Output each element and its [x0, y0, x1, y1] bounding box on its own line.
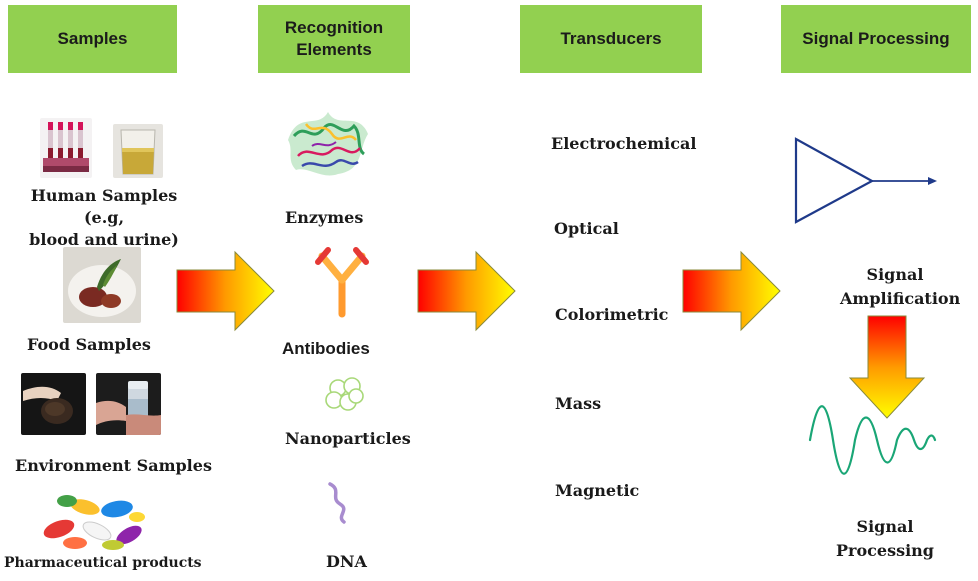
soil-hands-icon [21, 373, 86, 435]
antibody-icon [315, 247, 369, 318]
label-dna: DNA [326, 552, 367, 571]
transducer-optical: Optical [554, 219, 619, 238]
food-plate-icon [63, 247, 141, 323]
label-food-samples: Food Samples [27, 335, 151, 354]
pills-icon [37, 487, 149, 553]
nanoparticles-icon [325, 377, 364, 411]
header-signal-processing: Signal Processing [781, 5, 971, 73]
flow-arrow-down [848, 315, 926, 419]
label-environment-samples: Environment Samples [15, 456, 212, 475]
signal-wave-icon [808, 405, 937, 475]
label-pharmaceutical-products: Pharmaceutical products [4, 555, 202, 571]
enzyme-protein-icon [278, 100, 378, 184]
urine-beaker-icon [113, 124, 163, 178]
header-samples: Samples [8, 5, 177, 73]
transducer-colorimetric: Colorimetric [555, 305, 669, 324]
label-antibodies: Antibodies [282, 339, 370, 358]
water-vial-icon [96, 373, 161, 435]
label-signal-amplification: Signal Amplification [840, 265, 961, 308]
flow-arrow-1 [176, 250, 275, 332]
flow-arrow-3 [682, 250, 781, 332]
amplifier-triangle-icon [794, 137, 937, 224]
blood-tubes-icon [40, 118, 92, 178]
header-transducers: Transducers [520, 5, 702, 73]
header-recognition-elements: Recognition Elements [258, 5, 410, 73]
flow-arrow-2 [417, 250, 516, 332]
label-signal-processing: Signal Processing [836, 517, 934, 560]
label-nanoparticles: Nanoparticles [285, 429, 411, 448]
label-human-samples: Human Samples (e.g, blood and urine) [29, 186, 179, 249]
transducer-electrochemical: Electrochemical [551, 134, 697, 153]
transducer-magnetic: Magnetic [555, 481, 640, 500]
transducer-mass: Mass [555, 394, 602, 413]
label-enzymes: Enzymes [285, 208, 364, 227]
dna-strand-icon [328, 482, 346, 524]
